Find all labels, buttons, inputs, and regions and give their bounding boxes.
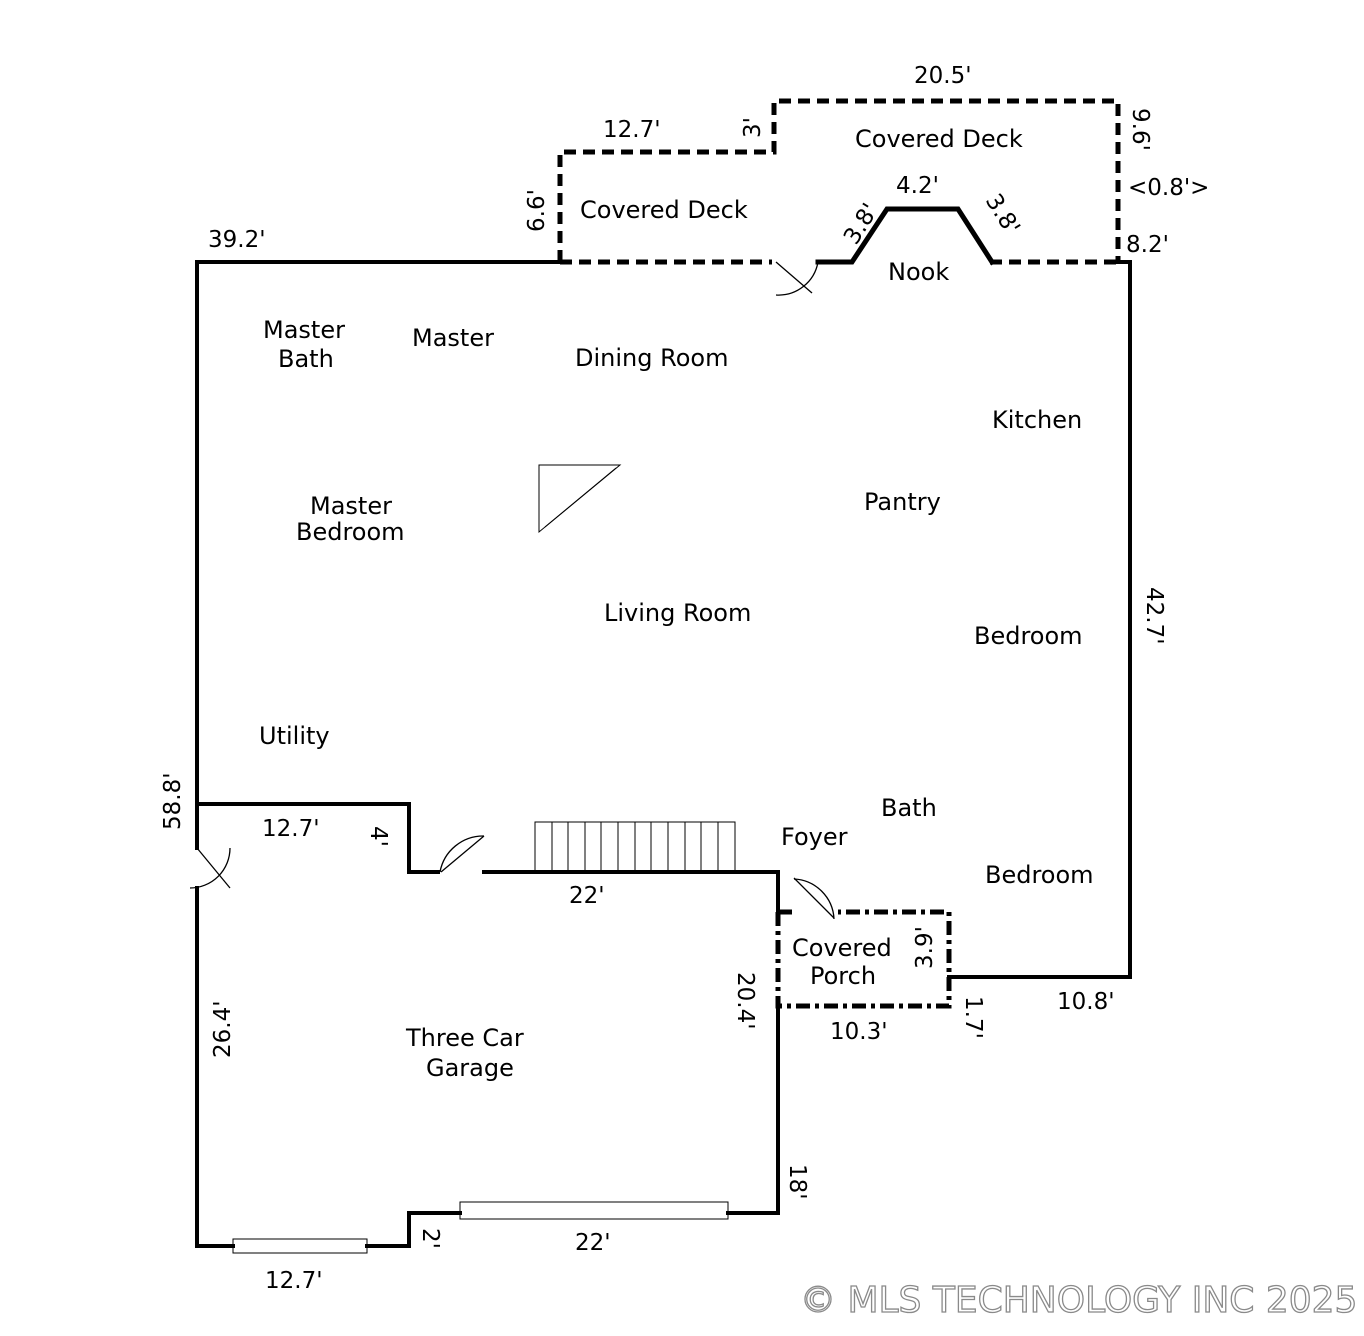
porch-door: [793, 877, 835, 920]
room-master-bath-line1: Master: [263, 316, 345, 344]
room-covered-deck-left: Covered Deck: [580, 196, 748, 224]
dim-deck-upper-left: 12.7': [603, 117, 661, 143]
room-utility: Utility: [259, 722, 330, 750]
garage-bottom-left-wall: [365, 1211, 462, 1248]
covered-deck-outline: [557, 98, 1121, 262]
deck-door: [775, 261, 819, 296]
room-master-bedroom-line1: Master: [310, 492, 392, 520]
room-garage-line2: Garage: [426, 1054, 514, 1082]
covered-porch-outline: [775, 909, 952, 1009]
room-pantry: Pantry: [864, 488, 941, 516]
dim-porch-bottom: 10.3': [830, 1019, 888, 1045]
dim-deck-step: 3': [740, 117, 766, 138]
dim-deck-top: 20.5': [914, 63, 972, 89]
stairs: [534, 821, 736, 873]
dim-utility-wall: 12.7': [262, 816, 320, 842]
dim-nook-top: 4.2': [896, 173, 939, 199]
dim-deck-lower-right: 8.2': [1126, 232, 1169, 258]
room-dining-room: Dining Room: [575, 344, 728, 372]
room-kitchen: Kitchen: [992, 406, 1082, 434]
dim-deck-left-side: 6.6': [524, 189, 550, 232]
fireplace-symbol: [538, 464, 622, 534]
room-bedroom-1: Bedroom: [974, 622, 1083, 650]
room-covered-deck-right: Covered Deck: [855, 125, 1023, 153]
room-master-bath-line2: Bath: [278, 345, 334, 373]
garage-left-wall: [195, 886, 235, 1248]
room-covered-porch-line1: Covered: [792, 934, 892, 962]
garage-door-large: [459, 1201, 729, 1220]
dim-house-bottom-right: 10.8': [1057, 989, 1115, 1015]
dim-house-right: 42.7': [1141, 587, 1167, 645]
copyright-watermark: © MLS TECHNOLOGY INC 2025: [800, 1280, 1357, 1321]
dim-house-top: 39.2': [208, 227, 266, 253]
dim-garage-lower-right: 18': [784, 1164, 810, 1200]
dim-utility-step: 4': [365, 826, 391, 847]
dim-deck-right-side: 9.6': [1127, 108, 1153, 151]
garage-door-small: [232, 1238, 368, 1254]
garage-top-wall: [482, 870, 780, 914]
room-master: Master: [412, 324, 494, 352]
dim-nook-right: 3.8': [980, 189, 1025, 239]
dim-garage-bottom-left: 12.7': [265, 1268, 323, 1294]
room-nook: Nook: [888, 258, 949, 286]
dim-porch-side: 3.9': [912, 926, 938, 969]
room-covered-porch-line2: Porch: [810, 962, 876, 990]
room-bath: Bath: [881, 794, 937, 822]
garage-right-wall: [726, 1004, 780, 1215]
dim-house-left: 58.8': [160, 772, 186, 830]
room-living-room: Living Room: [604, 599, 751, 627]
dim-porch-step: 1.7': [960, 996, 986, 1039]
dim-garage-bottom-right: 22': [575, 1230, 611, 1256]
room-bedroom-2: Bedroom: [985, 861, 1094, 889]
dim-garage-step: 2': [417, 1228, 443, 1249]
dim-garage-left: 26.4': [210, 1000, 236, 1058]
nook-bay-wall: [815, 206, 996, 266]
utility-door: [439, 835, 485, 873]
room-foyer: Foyer: [781, 823, 848, 851]
dim-garage-top: 22': [569, 883, 605, 909]
dim-deck-offset: <0.8'>: [1128, 175, 1209, 201]
garage-side-door: [189, 847, 231, 889]
room-master-bedroom-line2: Bedroom: [296, 518, 405, 546]
dim-garage-right: 20.4': [732, 972, 758, 1030]
utility-wall: [195, 802, 440, 874]
room-garage-line1: Three Car: [405, 1024, 524, 1052]
